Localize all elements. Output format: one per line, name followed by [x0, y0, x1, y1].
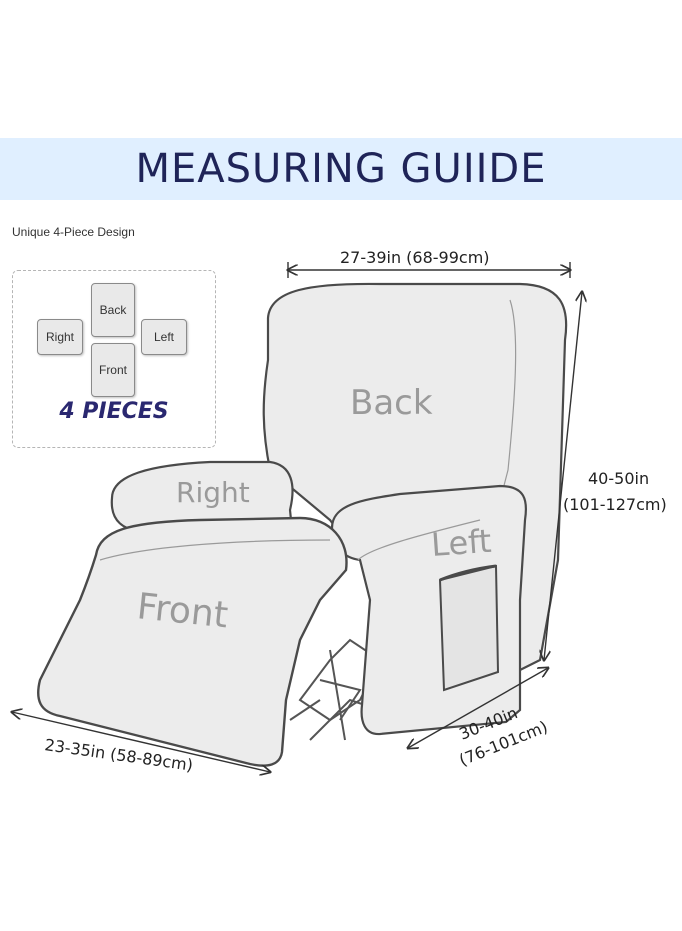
height-dimension-line [544, 292, 582, 660]
piece-front: Front [91, 343, 135, 397]
pieces-diagram: Back Right Left Front 4 PIECES [12, 270, 216, 448]
chair-label-right: Right [176, 476, 250, 509]
title-banner: MEASURING GUIIDE [0, 138, 682, 200]
piece-left: Left [141, 319, 187, 355]
depth-dimension-line [408, 668, 548, 748]
chair-label-left: Left [430, 522, 493, 564]
page-title: MEASURING GUIIDE [135, 146, 547, 192]
height-dimension-label-in: 40-50in [588, 469, 649, 488]
height-dimension-label-cm: (101-127cm) [563, 495, 667, 514]
width-dimension-label: 27-39in (68-99cm) [340, 248, 490, 267]
side-pocket [438, 564, 500, 692]
front-cover [37, 516, 348, 767]
subtitle: Unique 4-Piece Design [12, 225, 135, 239]
piece-right: Right [37, 319, 83, 355]
pieces-count: 4 PIECES [59, 399, 169, 424]
piece-back: Back [91, 283, 135, 337]
chair-label-front: Front [135, 586, 230, 636]
chair-label-back: Back [350, 383, 433, 423]
footrest-dimension-line [12, 712, 270, 772]
